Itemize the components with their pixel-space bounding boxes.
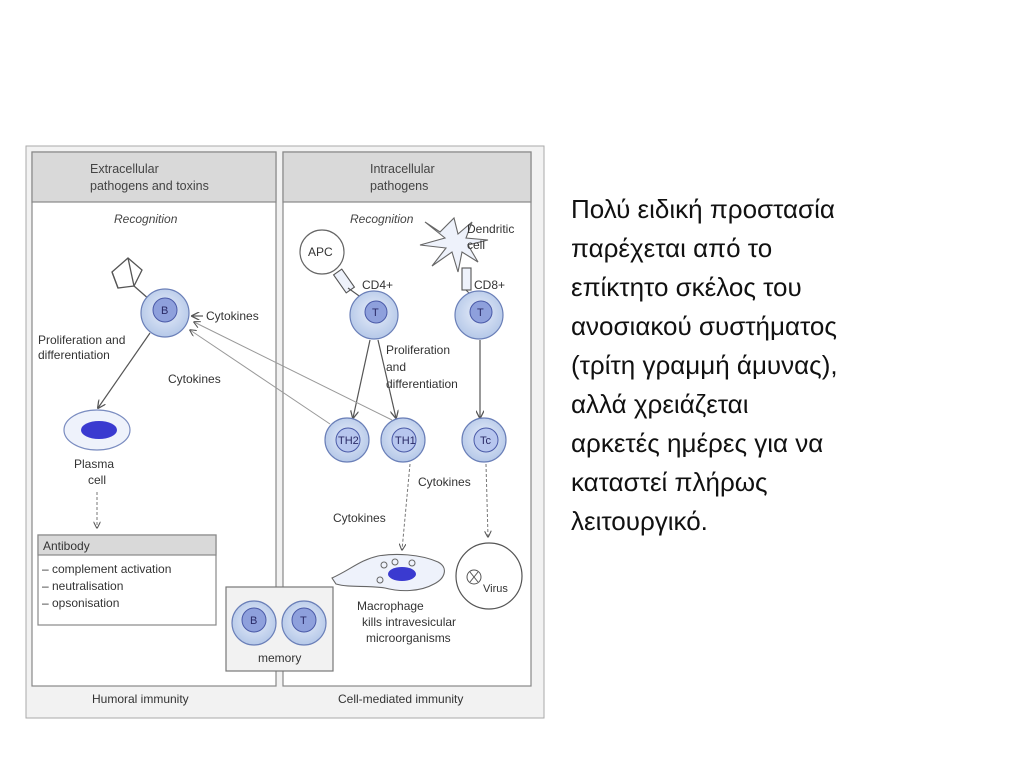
right-footer: Cell-mediated immunity bbox=[338, 692, 463, 706]
macrophage-icon bbox=[331, 553, 445, 592]
slide-text-line: (τρίτη γραμμή άμυνας), bbox=[571, 350, 838, 380]
plasma-label-line2: cell bbox=[88, 473, 106, 487]
tc-cell: Tc bbox=[461, 417, 507, 463]
cytokines-label-2: Cytokines bbox=[168, 372, 221, 386]
left-prolif-line1: Proliferation and bbox=[38, 333, 125, 347]
slide-body-text: Πολύ ειδική προστασία παρέχεται από το ε… bbox=[571, 190, 991, 541]
left-header-line1: Extracellular bbox=[90, 162, 159, 176]
antigen-icon bbox=[111, 257, 151, 301]
dendritic-label-line2: cell bbox=[467, 238, 485, 252]
th2-label: TH2 bbox=[338, 435, 359, 447]
arrow-th1-to-b bbox=[194, 322, 393, 421]
left-header-box bbox=[31, 151, 277, 203]
b-cell-label: B bbox=[161, 305, 168, 317]
right-prolif-line1: Proliferation bbox=[386, 343, 450, 357]
plasma-cell bbox=[63, 409, 131, 451]
plasma-label-line1: Plasma bbox=[74, 457, 114, 471]
slide-text-line: επίκτητο σκέλος του bbox=[571, 272, 802, 302]
dendritic-label-line1: Dendritic bbox=[467, 222, 514, 236]
memory-label: memory bbox=[258, 651, 301, 665]
t-cell-cd8-label: T bbox=[477, 307, 484, 319]
arrow-b-to-plasma bbox=[98, 332, 151, 408]
antibody-box: Antibody – complement activation – neutr… bbox=[37, 534, 217, 626]
immunity-diagram: Extracellular pathogens and toxins Recog… bbox=[25, 145, 545, 719]
antibody-title: Antibody bbox=[43, 539, 90, 553]
memory-t-label: T bbox=[300, 615, 307, 627]
dendritic-cell-icon bbox=[419, 216, 489, 273]
slide-text-line: Πολύ ειδική προστασία bbox=[571, 194, 835, 224]
right-header-line1: Intracellular bbox=[370, 162, 435, 176]
slide-text-line: λειτουργικό. bbox=[571, 506, 708, 536]
left-header-line2: pathogens and toxins bbox=[90, 179, 209, 193]
apc-label: APC bbox=[308, 245, 333, 259]
left-recognition-label: Recognition bbox=[114, 212, 178, 226]
arrow-t-to-th2 bbox=[353, 339, 371, 418]
slide-text-line: ανοσιακού συστήματος bbox=[571, 311, 837, 341]
arrow-th1-to-macrophage bbox=[402, 463, 411, 550]
cd4-label: CD4+ bbox=[362, 278, 393, 292]
memory-b-cell: B bbox=[231, 600, 277, 646]
arrow-th2-to-b bbox=[190, 330, 331, 425]
virus-label: Virus bbox=[483, 583, 508, 595]
slide-text-line: αλλά χρειάζεται bbox=[571, 389, 749, 419]
right-header-box bbox=[282, 151, 532, 203]
antibody-item: – opsonisation bbox=[42, 596, 119, 610]
right-recognition-label: Recognition bbox=[350, 212, 414, 226]
b-cell: B bbox=[140, 288, 190, 338]
th1-label: TH1 bbox=[395, 435, 416, 447]
antibody-item: – complement activation bbox=[42, 562, 171, 576]
cytokines-label-1: Cytokines bbox=[206, 309, 259, 323]
memory-b-label: B bbox=[250, 615, 257, 627]
apc-cell: APC bbox=[299, 229, 345, 275]
slide-text-line: καταστεί πλήρως bbox=[571, 467, 768, 497]
macrophage-label-line2: kills intravesicular bbox=[362, 615, 456, 629]
virus-icon bbox=[466, 569, 482, 585]
t-cell-cd4-label: T bbox=[372, 307, 379, 319]
left-footer: Humoral immunity bbox=[92, 692, 189, 706]
cd8-label: CD8+ bbox=[474, 278, 505, 292]
slide-text-line: παρέχεται από το bbox=[571, 233, 773, 263]
t-cell-cd4: T bbox=[349, 290, 399, 340]
right-prolif-line2: and bbox=[386, 360, 406, 374]
macrophage-label-line3: microorganisms bbox=[366, 631, 451, 645]
tc-label: Tc bbox=[480, 435, 492, 447]
antibody-item: – neutralisation bbox=[42, 579, 123, 593]
arrow-tc-to-virus bbox=[486, 463, 488, 537]
right-prolif-line3: differentiation bbox=[386, 377, 458, 391]
left-prolif-line2: differentiation bbox=[38, 348, 110, 362]
memory-box: B T memory bbox=[225, 586, 334, 672]
virus-infected-cell: Virus bbox=[455, 542, 523, 610]
left-panel: Extracellular pathogens and toxins Recog… bbox=[31, 151, 277, 706]
right-panel: Intracellular pathogens Recognition APC … bbox=[190, 151, 532, 706]
arrow-t-to-th1 bbox=[377, 339, 396, 418]
right-header-line2: pathogens bbox=[370, 179, 428, 193]
th1-cell: TH1 bbox=[380, 417, 426, 463]
cytokines-right-label: Cytokines bbox=[418, 475, 471, 489]
macrophage-label-line1: Macrophage bbox=[357, 599, 424, 613]
t-cell-cd8: T bbox=[454, 290, 504, 340]
cytokines-lower-label: Cytokines bbox=[333, 511, 386, 525]
slide-text-line: αρκετές ημέρες για να bbox=[571, 428, 824, 458]
th2-cell: TH2 bbox=[324, 417, 370, 463]
memory-t-cell: T bbox=[281, 600, 327, 646]
